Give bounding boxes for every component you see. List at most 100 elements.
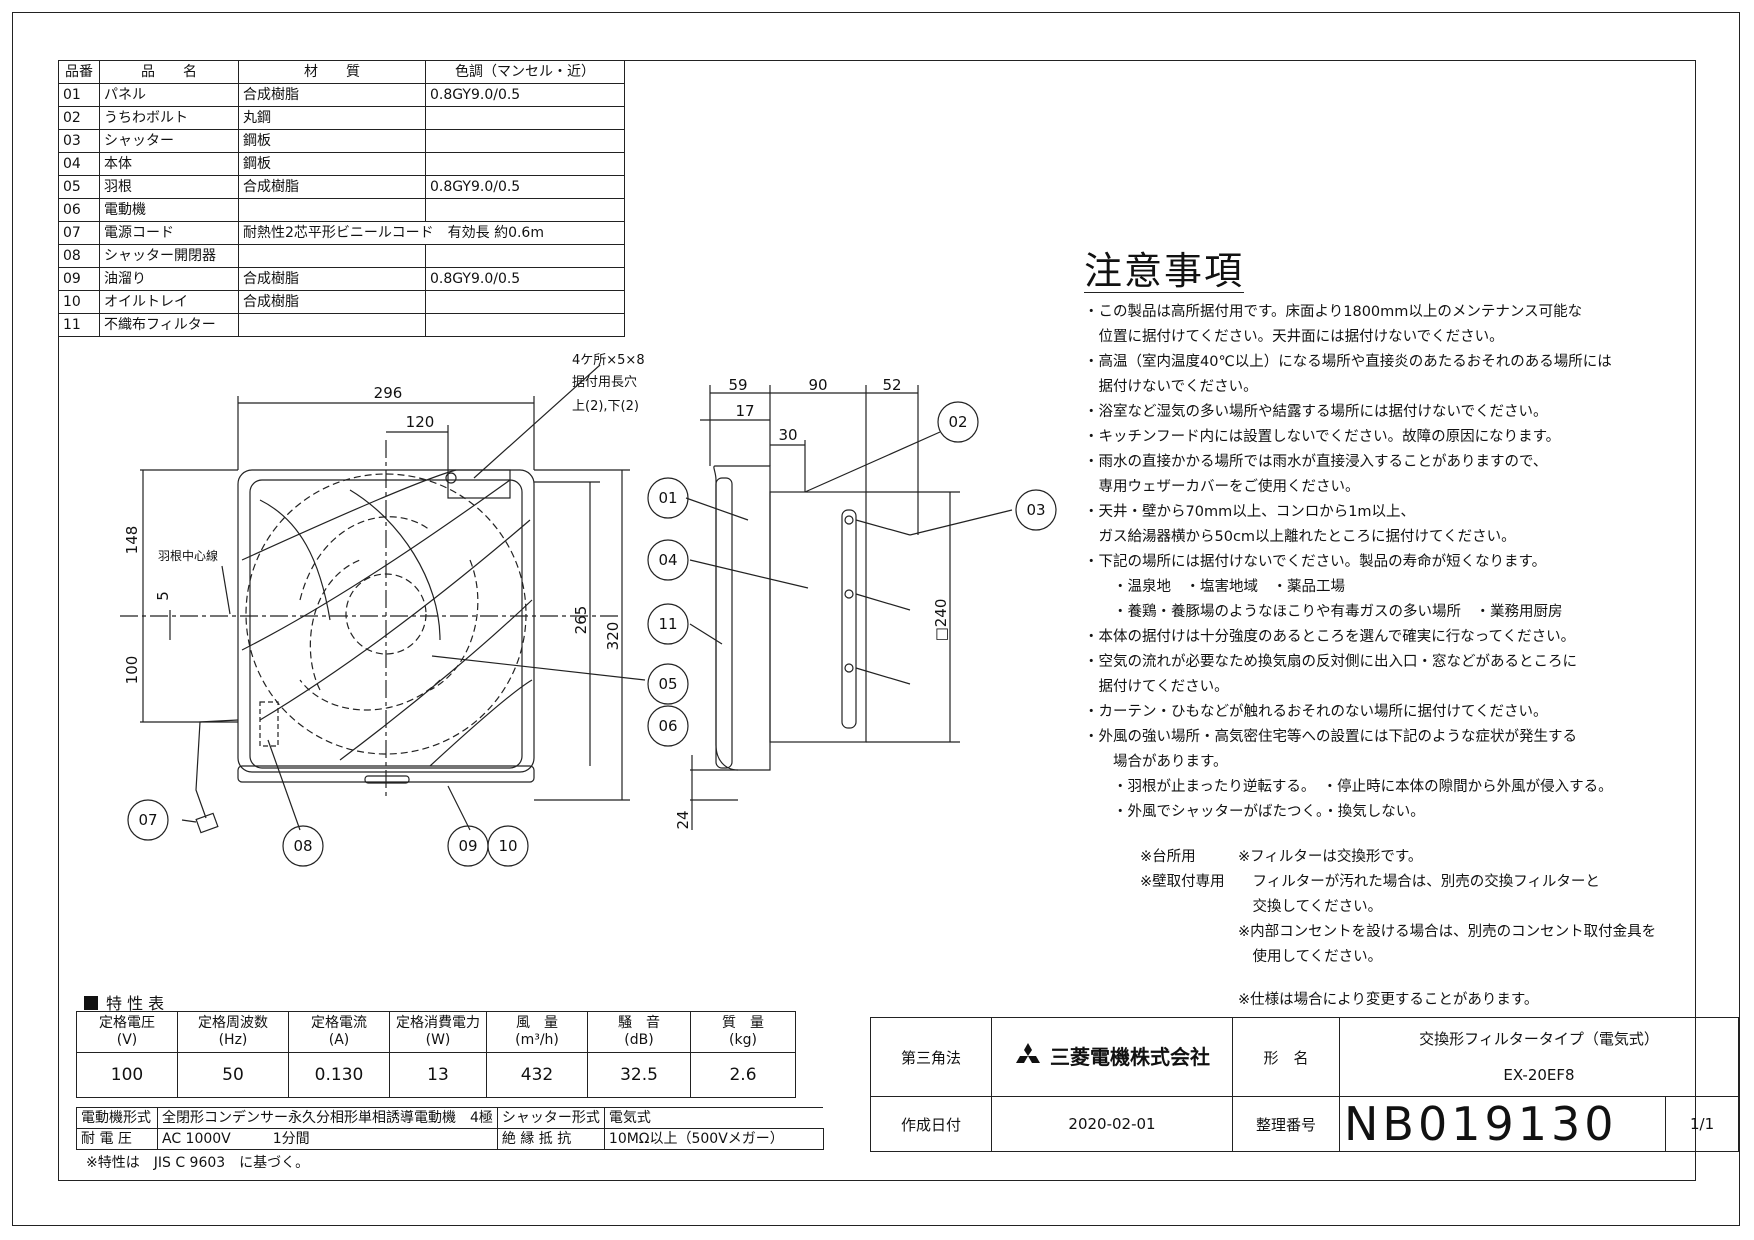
leader — [909, 509, 1013, 536]
cell: 0.8GY9.0/0.5 — [425, 83, 625, 107]
number-label: 整理番号 — [1232, 1096, 1340, 1152]
shutter-frame — [841, 509, 857, 729]
callout-04 — [647, 539, 689, 581]
cell — [425, 198, 625, 222]
col-part-name: 品 名 — [99, 60, 239, 84]
note-line: ・浴室など湿気の多い場所や結露する場所には据付けないでください。 — [1084, 404, 1548, 420]
drawing-number: NB019130 — [1338, 1096, 1667, 1152]
shutter-value: 電気式 — [603, 1107, 824, 1129]
title-row: 作成日付 2020-02-01 整理番号 NB019130 1/1 — [870, 1096, 1739, 1152]
dim-text: 30 — [778, 426, 797, 444]
mount-hole — [445, 472, 457, 484]
cell: 05 — [58, 175, 100, 199]
leader — [804, 431, 941, 493]
withstand-value: AC 1000V 1分間 — [157, 1128, 498, 1150]
mount-note-line: 4ケ所×5×8 — [572, 353, 645, 368]
louver — [429, 679, 533, 767]
col-part-no: 品番 — [58, 60, 100, 84]
company-name: 三菱電機株式会社 — [1050, 1045, 1210, 1070]
filter-notes: ※フィルターは交換形です。 フィルターが汚れた場合は、別売の交換フィルターと 交… — [1238, 845, 1656, 970]
projection-method: 第三角法 — [870, 1017, 992, 1097]
note-line: 据付けてください。 — [1084, 679, 1229, 695]
cell — [425, 290, 625, 314]
leader — [181, 819, 197, 823]
spec-standard-note: ※特性は JIS C 9603 に基づく。 — [86, 1155, 310, 1171]
dim-text: 5 — [154, 591, 172, 601]
fan-housing-dashed — [245, 473, 527, 755]
header-unit: (Hz) — [218, 1032, 248, 1048]
col-material: 材 質 — [238, 60, 426, 84]
filter-line: ※内部コンセントを設ける場合は、別売のコンセント取付金具を — [1238, 924, 1657, 940]
callout-text: 09 — [458, 837, 477, 855]
cell — [425, 106, 625, 130]
spec-header: 定格消費電力(W) — [389, 1011, 487, 1053]
shutter-pivot — [844, 515, 854, 525]
title-block: 第三角法 三菱電機株式会社 形 名 交換形フィルタータイプ（電気式） EX-20… — [870, 1017, 1739, 1152]
callout-text: 07 — [138, 811, 157, 829]
note-line: ・養鶏・養豚場のようなほこりや有毒ガスの多い場所 ・業務用厨房 — [1084, 604, 1563, 620]
dim-text: 17 — [735, 402, 754, 420]
callout-07 — [127, 799, 169, 841]
top-bracket — [447, 469, 511, 499]
dim-text: 100 — [123, 656, 141, 685]
cell: 0.8GY9.0/0.5 — [425, 175, 625, 199]
title-row: 第三角法 三菱電機株式会社 形 名 交換形フィルタータイプ（電気式） EX-20… — [870, 1017, 1739, 1097]
product-type: 交換形フィルタータイプ（電気式） — [1419, 1030, 1659, 1048]
dim-text: 320 — [604, 622, 622, 651]
note-line: 場合があります。 — [1084, 754, 1228, 770]
leader — [431, 655, 646, 681]
date-label: 作成日付 — [870, 1096, 992, 1152]
category-line: ※壁取付専用 — [1140, 874, 1225, 890]
dim-text: 120 — [406, 413, 435, 431]
leader — [685, 497, 749, 521]
spec-value-row: 100 50 0.130 13 432 32.5 2.6 — [76, 1052, 796, 1098]
louver — [339, 599, 533, 761]
louver — [241, 479, 511, 651]
note-line: ・キッチンフード内には設置しないでください。故障の原因になります。 — [1084, 429, 1561, 445]
note-line: ・カーテン・ひもなどが触れるおそれのない場所に据付けてください。 — [1084, 704, 1548, 720]
sheet-number: 1/1 — [1665, 1096, 1739, 1152]
shutter-blade — [855, 593, 911, 611]
cell: 08 — [58, 244, 100, 268]
cell: 油溜り — [99, 267, 239, 291]
spec-header: 定格周波数(Hz) — [177, 1011, 289, 1053]
cell: 合成樹脂 — [238, 175, 426, 199]
note-line: ・外風でシャッターがばたつく。・換気しない。 — [1084, 804, 1425, 820]
motor-value: 全閉形コンデンサー永久分相形単相誘導電動機 4極 — [157, 1107, 498, 1129]
header-unit: (dB) — [624, 1032, 654, 1048]
note-line: ・この製品は高所据付用です。床面より1800mm以上のメンテナンス可能な — [1084, 304, 1583, 320]
header-unit: (W) — [425, 1032, 451, 1048]
leader — [267, 739, 301, 831]
power-cord — [195, 719, 239, 819]
callout-text: 08 — [293, 837, 312, 855]
callout-text: 04 — [658, 551, 677, 569]
oil-tray-handle — [364, 775, 410, 784]
shutter-blade — [855, 519, 911, 536]
cell — [425, 152, 625, 176]
side-body — [769, 491, 867, 743]
spec-header-row: 定格電圧(V) 定格周波数(Hz) 定格電流(A) 定格消費電力(W) 風 量(… — [76, 1011, 796, 1053]
spec-header: 定格電圧(V) — [76, 1011, 178, 1053]
date-value: 2020-02-01 — [991, 1096, 1233, 1152]
callout-text: 10 — [498, 837, 517, 855]
header-text: 質 量 — [722, 1015, 764, 1031]
callout-03 — [1015, 489, 1057, 531]
header-text: 定格消費電力 — [396, 1015, 480, 1031]
mount-note-line: 据付用長穴 — [572, 375, 637, 390]
louver — [349, 489, 441, 641]
header-text: 定格電流 — [311, 1015, 367, 1031]
cord-plug — [195, 812, 219, 834]
model-cell: 交換形フィルタータイプ（電気式） EX-20EF8 — [1339, 1017, 1739, 1097]
side-filter — [715, 477, 733, 769]
header-unit: (m³/h) — [515, 1032, 559, 1048]
note-line: ・羽根が止まったり逆転する。 ・停止時に本体の隙間から外風が侵入する。 — [1084, 779, 1613, 795]
spec-detail-row: 電動機形式 全閉形コンデンサー永久分相形単相誘導電動機 4極 シャッター形式 電… — [76, 1107, 824, 1129]
header-text: 定格電圧 — [99, 1015, 155, 1031]
dim-text: 296 — [374, 384, 403, 402]
company-logo: 三菱電機株式会社 — [1014, 1041, 1210, 1070]
